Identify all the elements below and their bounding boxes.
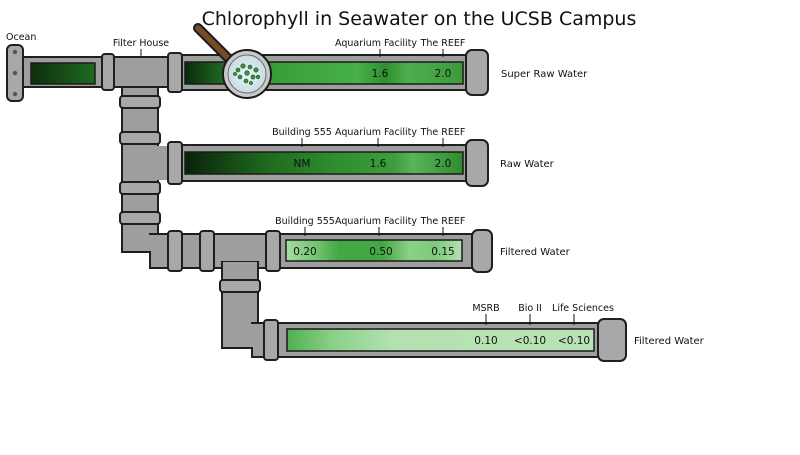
row4-value-3: <0.10 xyxy=(558,335,590,347)
row1-value-1: 1.6 xyxy=(372,68,389,80)
row4-value-1: 0.10 xyxy=(474,335,497,347)
row4-site-3: Life Sciences xyxy=(552,303,614,314)
filtered-window-2 xyxy=(286,328,595,352)
row3-value-1: 0.20 xyxy=(293,246,316,258)
row2-site-2: Aquarium Facility xyxy=(335,127,417,138)
row4-site-1: MSRB xyxy=(472,303,499,314)
diagram-title: Chlorophyll in Seawater on the UCSB Camp… xyxy=(202,8,637,30)
raw-window xyxy=(184,151,464,175)
row3-site-2: Aquarium Facility xyxy=(335,216,417,227)
ocean-window xyxy=(30,62,96,85)
row1-site-1: Aquarium Facility xyxy=(335,38,417,49)
row1-value-2: 2.0 xyxy=(435,68,452,80)
ocean-label: Ocean xyxy=(6,32,36,43)
row2-value-2: 1.6 xyxy=(370,158,387,170)
row4-value-2: <0.10 xyxy=(514,335,546,347)
magnifying-glass-icon xyxy=(193,23,272,99)
row3-value-2: 0.50 xyxy=(369,246,392,258)
row3-side-label: Filtered Water xyxy=(500,247,571,258)
filter-house-label: Filter House xyxy=(113,38,169,49)
row3-site-1: Building 555 xyxy=(275,216,335,227)
row2-site-3: The REEF xyxy=(420,127,466,138)
row3-site-3: The REEF xyxy=(420,216,466,227)
row2-side-label: Raw Water xyxy=(500,159,555,170)
row1-side-label: Super Raw Water xyxy=(501,69,588,80)
row1-site-2: The REEF xyxy=(420,38,466,49)
row2-value-1: NM xyxy=(294,158,311,170)
row3-value-3: 0.15 xyxy=(431,246,454,258)
row2-site-1: Building 555 xyxy=(272,127,332,138)
filtered-window-1 xyxy=(285,239,463,262)
row4-site-2: Bio II xyxy=(518,303,542,314)
row4-side-label: Filtered Water xyxy=(634,336,705,347)
row2-value-3: 2.0 xyxy=(435,158,452,170)
